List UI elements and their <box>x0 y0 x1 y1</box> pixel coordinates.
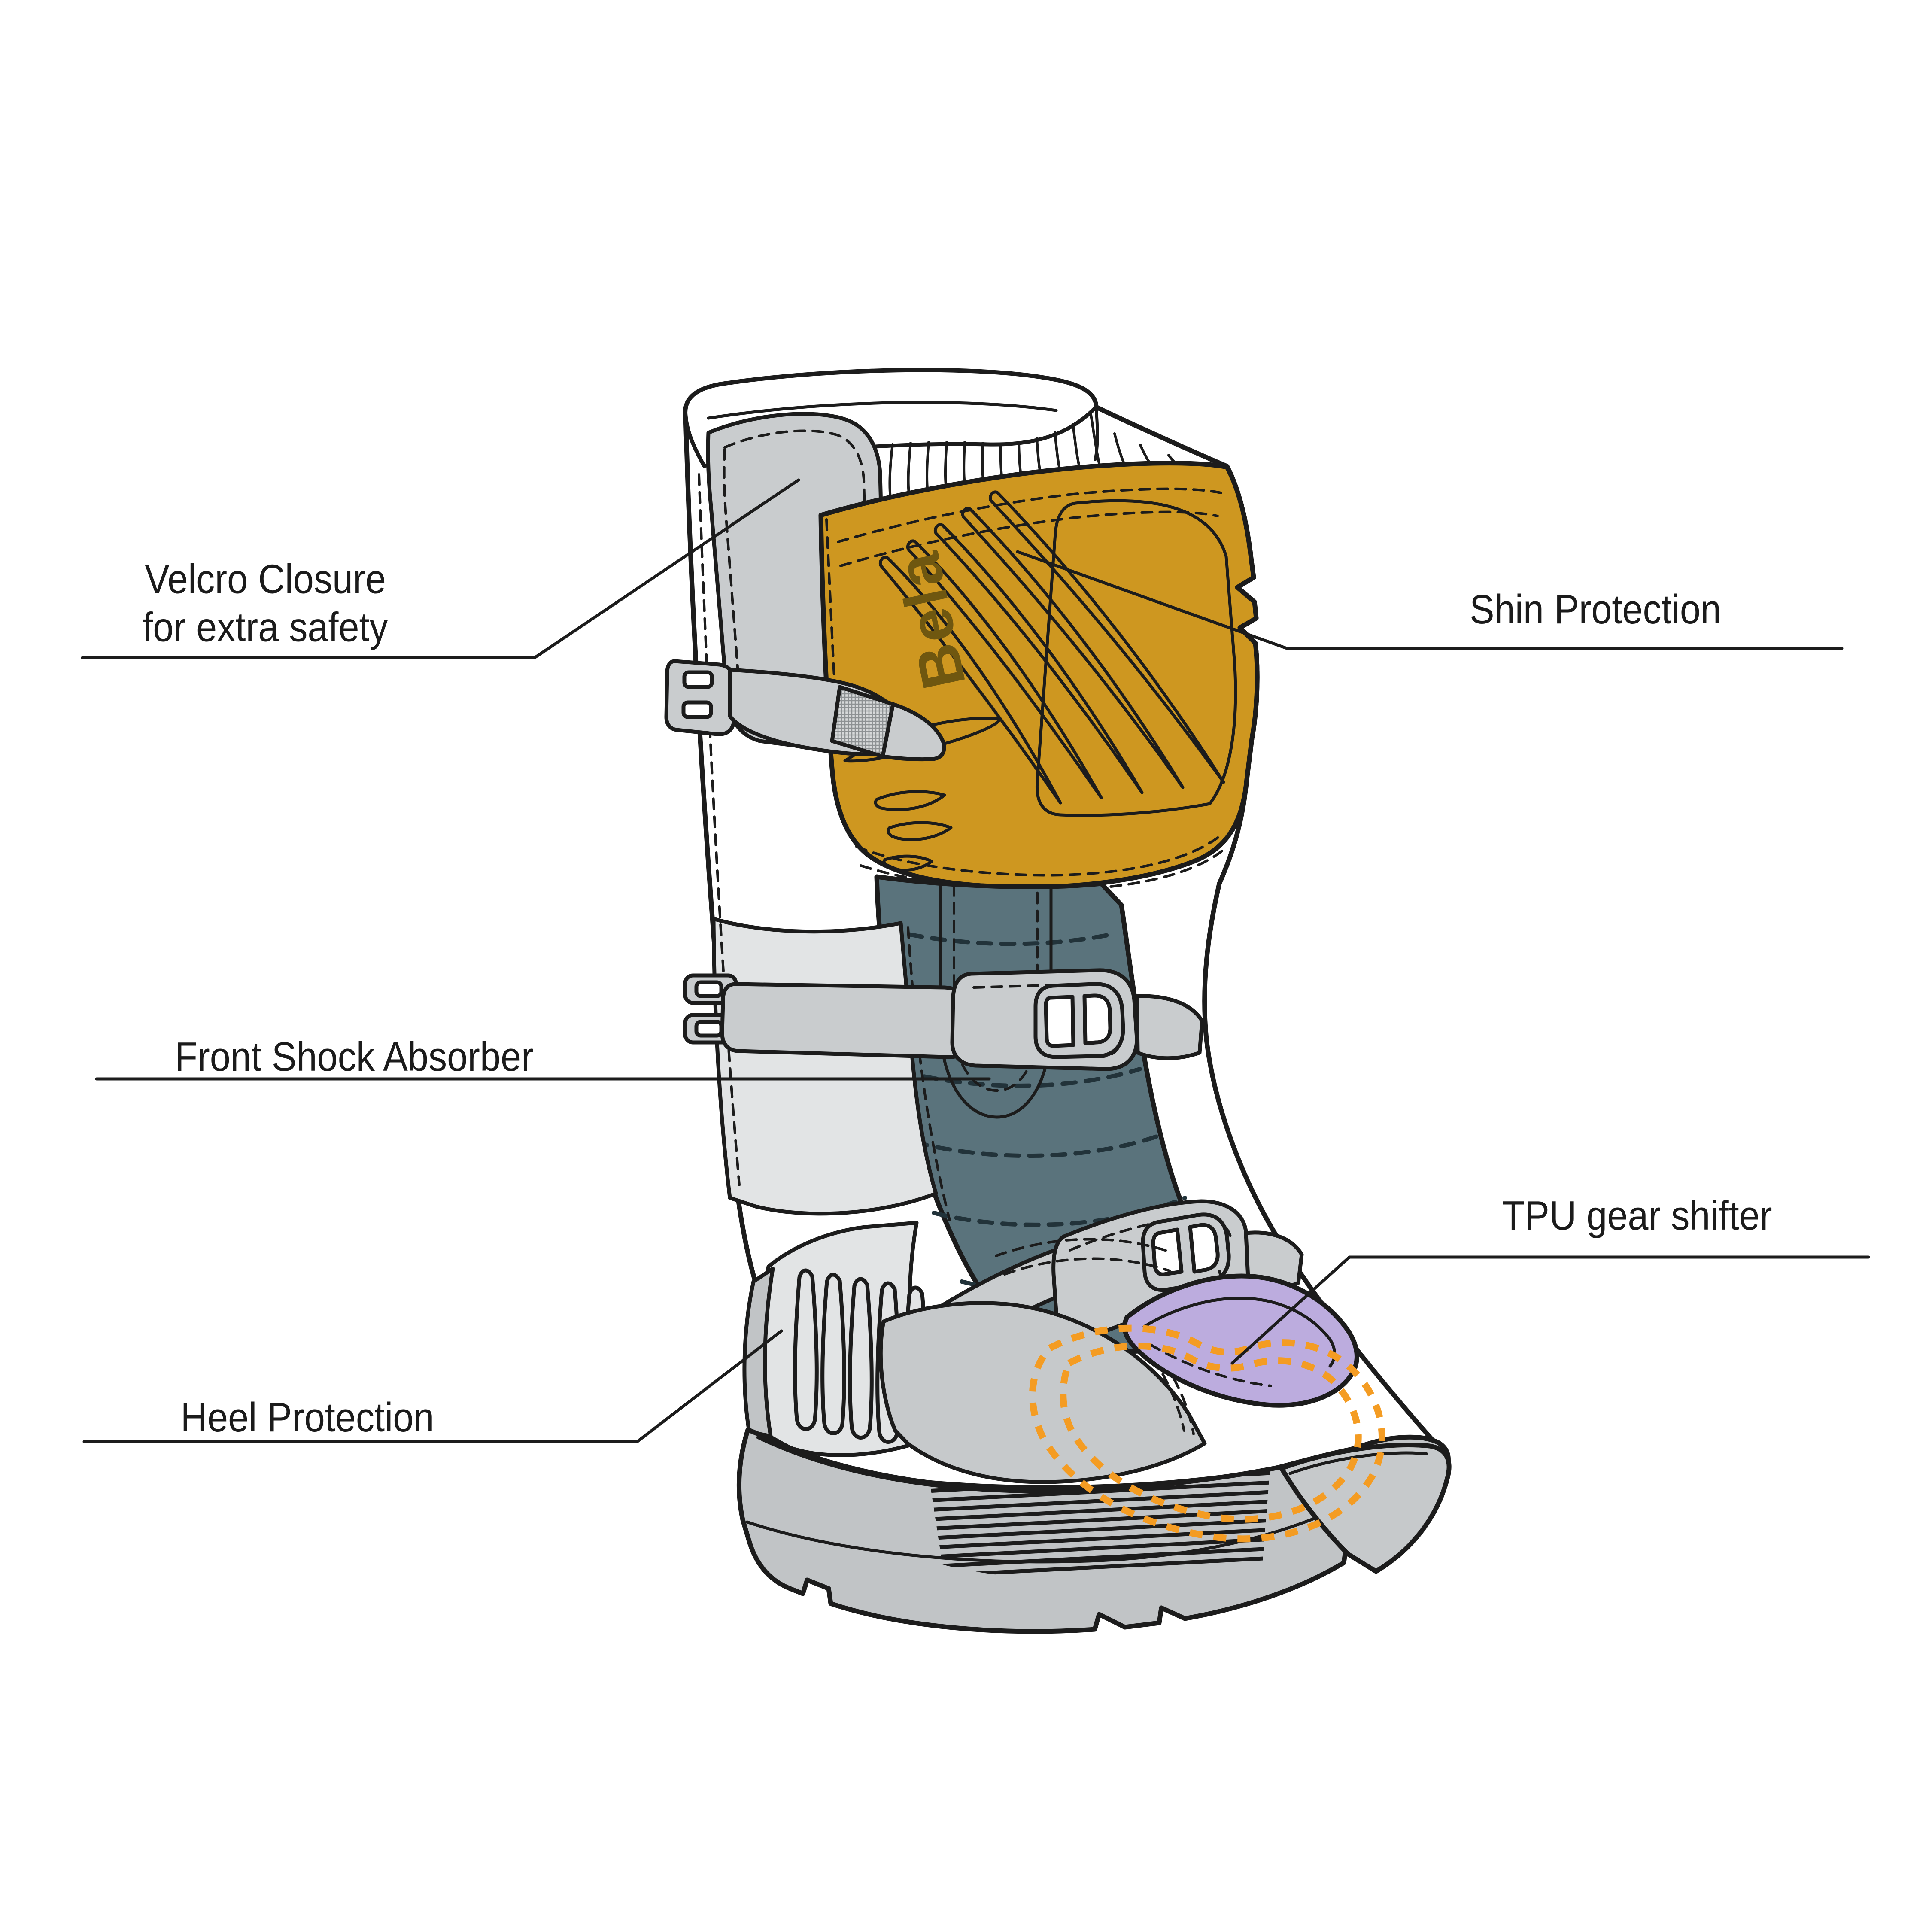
buckle-middle <box>683 968 1204 1071</box>
shaft-side-panel <box>711 917 938 1216</box>
callout-line-tpu <box>1230 1255 1870 1365</box>
shin-plate-shell <box>818 461 1260 890</box>
foot-stitch-seams <box>995 1238 1249 1383</box>
callout-line-shin <box>1016 550 1844 650</box>
boot: Bela <box>664 368 1452 1634</box>
label-tpu-gear-shifter: TPU gear shifter <box>1502 1192 1772 1239</box>
label-shin-protection: Shin Protection <box>1470 586 1721 632</box>
label-velcro-closure-line2: for extra safety <box>143 605 388 650</box>
callout-line-velcro <box>81 478 800 659</box>
label-velcro-closure: Velcro Closure for extra safety <box>143 556 388 652</box>
shin-plate-ridges <box>879 490 1225 805</box>
callout-lines <box>81 478 1870 1443</box>
toe-outline-dots <box>1029 1324 1385 1543</box>
callout-line-heel <box>82 1329 783 1443</box>
label-velcro-closure-line1: Velcro Closure <box>145 556 386 602</box>
buckle-top <box>664 659 946 762</box>
shin-plate: Bela <box>818 461 1260 892</box>
label-front-shock-absorber: Front Shock Absorber <box>175 1033 534 1080</box>
tpu-shifter-patch <box>1122 1273 1359 1408</box>
label-heel-protection: Heel Protection <box>180 1394 434 1440</box>
toe-bumper <box>1279 1442 1452 1574</box>
